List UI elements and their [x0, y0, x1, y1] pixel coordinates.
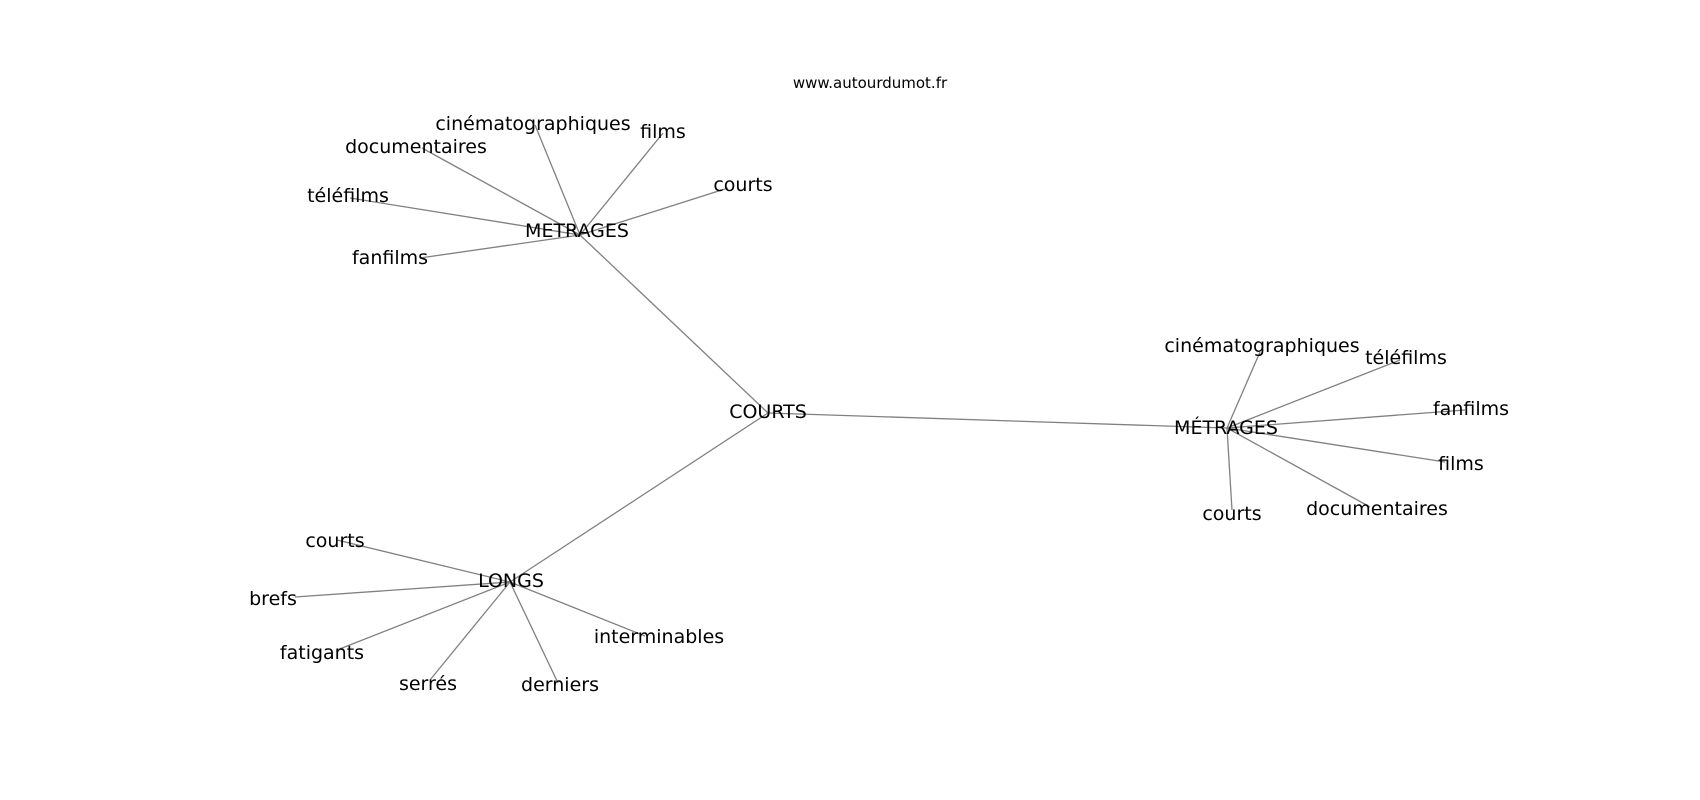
edge-center-hub — [509, 412, 769, 583]
edge-hub-leaf — [1226, 351, 1261, 429]
edge-center-hub — [579, 234, 769, 414]
edge-hub-leaf — [336, 581, 511, 651]
edge-hub-leaf — [1226, 427, 1233, 511]
leaf-node: brefs — [249, 588, 297, 610]
leaf-node: courts — [1202, 503, 1261, 525]
leaf-node: cinématographiques — [1164, 335, 1359, 357]
leaf-node: fatigants — [280, 642, 364, 664]
center-node: COURTS — [729, 401, 807, 423]
leaf-node: films — [640, 121, 686, 143]
edge-hub-leaf — [534, 124, 581, 236]
leaf-node: films — [1438, 453, 1484, 475]
leaf-node: derniers — [521, 674, 599, 696]
hub-node: METRAGES — [525, 220, 629, 242]
leaf-node: serrés — [399, 673, 457, 695]
edge-hub-leaf — [509, 581, 646, 637]
edge-hub-leaf — [1226, 409, 1466, 429]
leaf-node: fanfilms — [352, 247, 428, 269]
hub-node: LONGS — [478, 570, 544, 592]
leaf-node: cinématographiques — [435, 113, 630, 135]
edge-hub-leaf — [1226, 427, 1446, 463]
edge-hub-leaf — [1226, 427, 1371, 508]
edge-hub-leaf — [421, 147, 581, 236]
leaf-node: interminables — [594, 626, 724, 648]
leaf-node: téléfilms — [307, 185, 389, 207]
leaf-node: courts — [305, 530, 364, 552]
edges — [294, 124, 1466, 684]
nodes: COURTS METRAGES cinématographiques films doc… — [249, 113, 1509, 696]
leaf-node: documentaires — [345, 136, 487, 158]
edge-hub-leaf — [1226, 359, 1401, 429]
edge-hub-leaf — [579, 132, 664, 236]
hub-node: MÉTRAGES — [1174, 416, 1278, 439]
edge-hub-leaf — [579, 187, 729, 236]
edge-center-hub — [767, 412, 1228, 429]
edge-hub-leaf — [349, 197, 581, 236]
leaf-node: fanfilms — [1433, 398, 1509, 420]
leaf-node: téléfilms — [1365, 347, 1447, 369]
leaf-node: courts — [713, 174, 772, 196]
edge-hub-leaf — [419, 234, 581, 259]
leaf-node: documentaires — [1306, 498, 1448, 520]
edge-hub-leaf — [429, 581, 511, 681]
source-label: www.autourdumot.fr — [793, 74, 948, 92]
edge-hub-leaf — [294, 581, 511, 598]
edge-hub-leaf — [336, 539, 511, 583]
edge-hub-leaf — [509, 581, 559, 684]
